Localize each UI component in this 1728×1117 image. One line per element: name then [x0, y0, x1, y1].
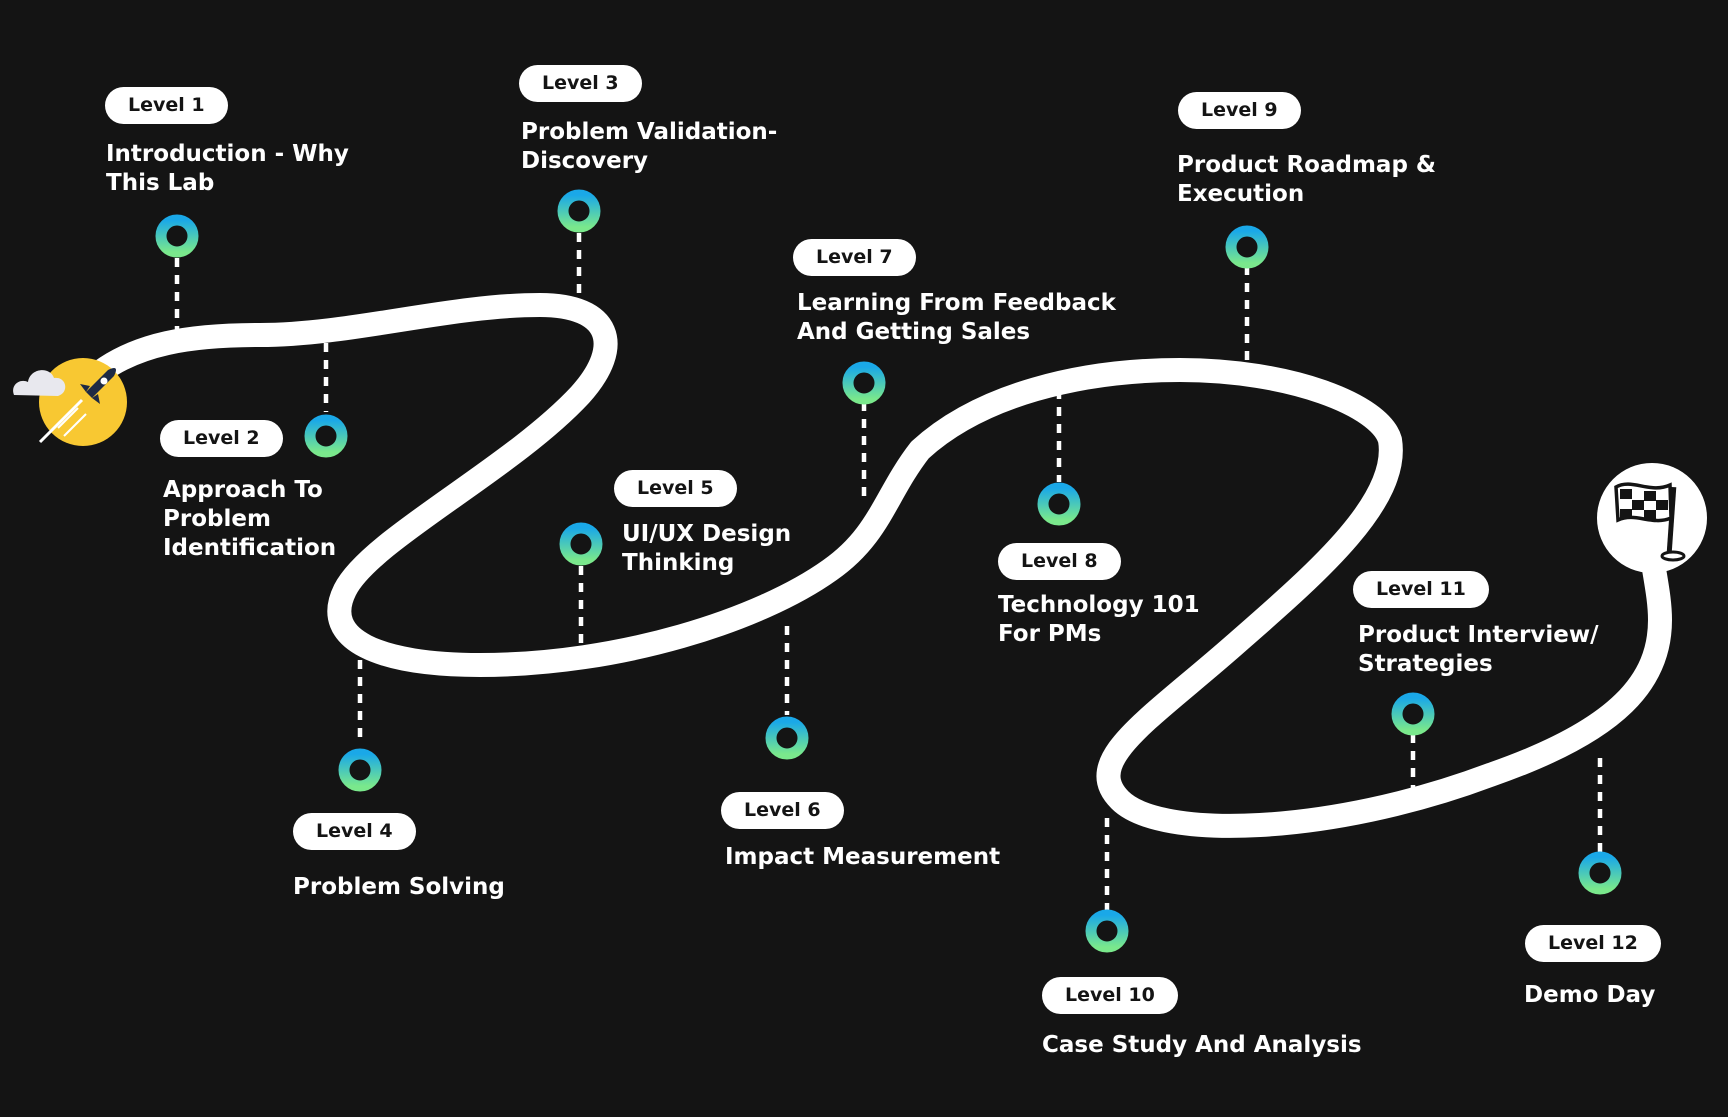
level-8-badge: Level 8 [998, 543, 1121, 580]
level-11-marker [1391, 692, 1435, 736]
level-10-badge: Level 10 [1042, 977, 1178, 1014]
level-3-title: Problem Validation- Discovery [521, 119, 778, 174]
level-1-title: Introduction - Why This Lab [106, 141, 349, 196]
level-3-badge: Level 3 [519, 65, 642, 102]
level-7-marker [842, 361, 886, 405]
level-1-badge: Level 1 [105, 87, 228, 124]
level-12-badge: Level 12 [1525, 925, 1661, 962]
level-8-title: Technology 101 For PMs [998, 592, 1200, 647]
level-5-title: UI/UX Design Thinking [622, 521, 792, 576]
level-12-marker [1578, 851, 1622, 895]
level-1-marker [155, 214, 199, 258]
checkered-flag-icon [1614, 482, 1686, 562]
rocket-icon [38, 368, 116, 444]
level-7-title: Learning From Feedback And Getting Sales [797, 290, 1116, 345]
level-4-marker [338, 748, 382, 792]
level-6-badge: Level 6 [721, 792, 844, 829]
level-9-title: Product Roadmap & Execution [1177, 152, 1436, 207]
road-path [73, 293, 1672, 838]
level-9-badge: Level 9 [1178, 92, 1301, 129]
level-10-title: Case Study And Analysis [1042, 1032, 1362, 1058]
level-7-badge: Level 7 [793, 239, 916, 276]
finish-icon-group [1597, 463, 1707, 573]
level-9-marker [1225, 225, 1269, 269]
level-5-badge: Level 5 [614, 470, 737, 507]
level-2-marker [304, 414, 348, 458]
level-3-marker [557, 189, 601, 233]
level-12-title: Demo Day [1524, 982, 1656, 1008]
level-11-title: Product Interview/ Strategies [1358, 622, 1599, 677]
level-10-marker [1085, 909, 1129, 953]
start-icon-group [13, 358, 127, 446]
cloud-icon [13, 370, 66, 396]
level-4-title: Problem Solving [293, 874, 505, 900]
level-6-marker [765, 716, 809, 760]
level-6-title: Impact Measurement [725, 844, 1001, 870]
level-8-marker [1037, 482, 1081, 526]
level-2-title: Approach To Problem Identification [163, 477, 337, 561]
level-2-badge: Level 2 [160, 420, 283, 457]
level-5-marker [559, 522, 603, 566]
level-4-badge: Level 4 [293, 813, 416, 850]
level-11-badge: Level 11 [1353, 571, 1489, 608]
